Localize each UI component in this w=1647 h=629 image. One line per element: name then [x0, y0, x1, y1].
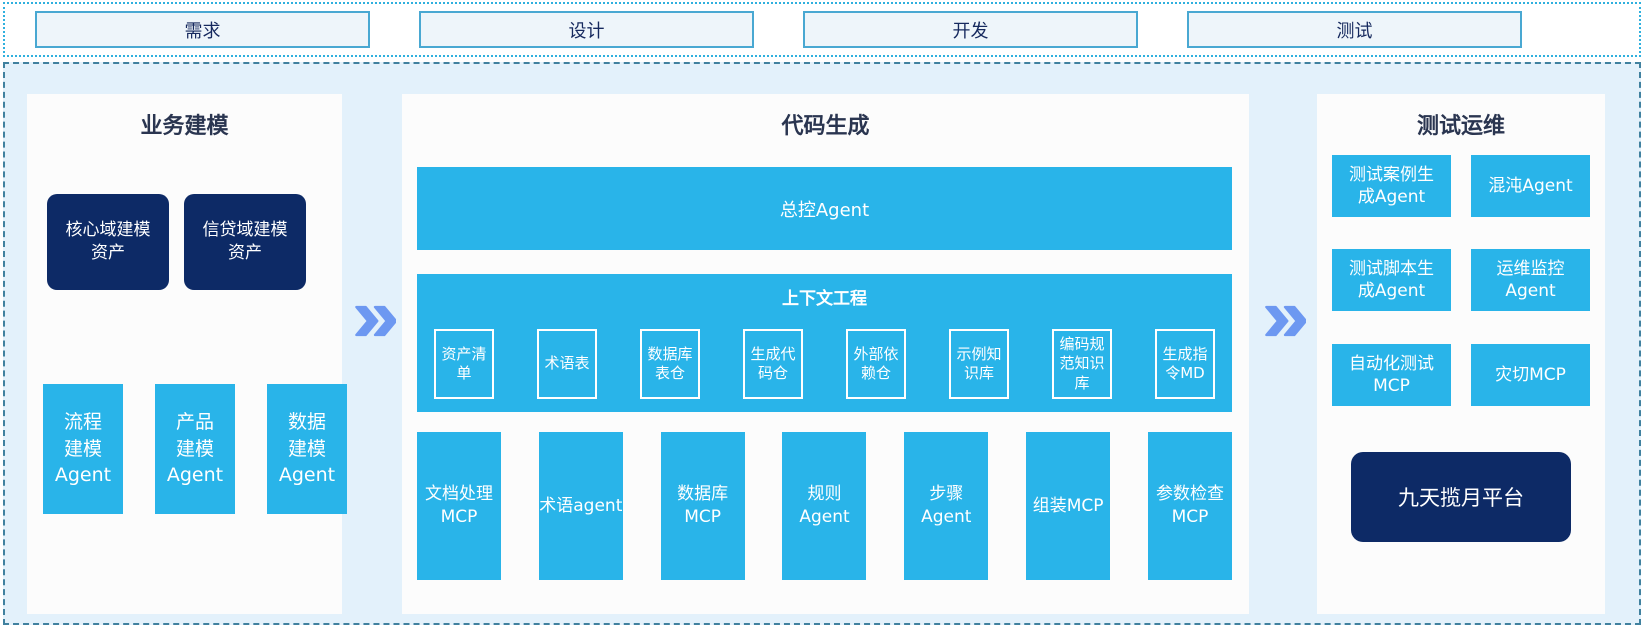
test-ops-row: 测试脚本生 成Agent 运维监控 Agent — [1332, 249, 1590, 311]
box-generated-instruction-md: 生成指 令MD — [1155, 329, 1215, 399]
box-database-mcp: 数据库 MCP — [660, 432, 745, 580]
main-container: 业务建模 核心域建模 资产 信贷域建模 资产 流程 建模 Agent 产品 建模… — [3, 62, 1641, 625]
phase-strip: 需求 设计 开发 测试 — [3, 2, 1641, 57]
panel-title-business-modeling: 业务建模 — [140, 114, 229, 139]
phase-box-testing: 测试 — [1187, 11, 1522, 48]
box-example-knowledge-base: 示例知 识库 — [949, 329, 1009, 399]
box-test-script-generation-agent: 测试脚本生 成Agent — [1332, 249, 1451, 311]
box-asset-inventory: 资产清 单 — [434, 329, 494, 399]
flow-arrow-icon — [1264, 304, 1306, 338]
panel-title-test-ops: 测试运维 — [1416, 114, 1505, 139]
box-core-domain-modeling-assets: 核心域建模 资产 — [47, 194, 169, 290]
box-ops-monitoring-agent: 运维监控 Agent — [1471, 249, 1590, 311]
box-product-modeling-agent: 产品 建模 Agent — [155, 384, 235, 514]
context-engineering-block: 上下文工程 资产清 单 术语表 数据库 表仓 生成代 码仓 外部依 赖仓 示例知… — [417, 274, 1232, 412]
test-ops-row: 自动化测试 MCP 灾切MCP — [1332, 344, 1590, 406]
panel-test-ops: 测试运维 测试案例生 成Agent 混沌Agent 测试脚本生 成Agent 运… — [1317, 94, 1605, 614]
box-data-modeling-agent: 数据 建模 Agent — [267, 384, 347, 514]
flow-arrow-icon — [354, 304, 396, 338]
context-engineering-title: 上下文工程 — [782, 289, 867, 309]
box-glossary-agent: 术语agent — [538, 432, 623, 580]
box-parameter-check-mcp: 参数检查 MCP — [1147, 432, 1232, 580]
box-coding-standard-knowledge-base: 编码规 范知识 库 — [1052, 329, 1112, 399]
box-disaster-switch-mcp: 灾切MCP — [1471, 344, 1590, 406]
modeling-agents-row: 流程 建模 Agent 产品 建模 Agent 数据 建模 Agent — [43, 384, 347, 514]
box-generated-code-repo: 生成代 码仓 — [743, 329, 803, 399]
box-chaos-agent: 混沌Agent — [1471, 155, 1590, 217]
test-ops-row: 测试案例生 成Agent 混沌Agent — [1332, 155, 1590, 217]
box-glossary: 术语表 — [537, 329, 597, 399]
box-jiutian-lanyue-platform: 九天揽月平台 — [1351, 452, 1571, 542]
box-step-agent: 步骤Agent — [904, 432, 989, 580]
box-test-case-generation-agent: 测试案例生 成Agent — [1332, 155, 1451, 217]
panel-code-generation: 代码生成 总控Agent 上下文工程 资产清 单 术语表 数据库 表仓 生成代 … — [402, 94, 1249, 614]
context-items-row: 资产清 单 术语表 数据库 表仓 生成代 码仓 外部依 赖仓 示例知 识库 编码… — [434, 329, 1215, 399]
box-rule-agent: 规则Agent — [782, 432, 867, 580]
phase-box-requirements: 需求 — [35, 11, 370, 48]
box-credit-domain-modeling-assets: 信贷域建模 资产 — [184, 194, 306, 290]
box-assembly-mcp: 组装MCP — [1026, 432, 1111, 580]
box-document-processing-mcp: 文档处理 MCP — [417, 432, 501, 580]
box-database-table-repo: 数据库 表仓 — [640, 329, 700, 399]
panel-business-modeling: 业务建模 核心域建模 资产 信贷域建模 资产 流程 建模 Agent 产品 建模… — [27, 94, 347, 614]
box-master-agent: 总控Agent — [417, 167, 1232, 250]
code-generation-tools-row: 文档处理 MCP 术语agent 数据库 MCP 规则Agent 步骤Agent… — [417, 432, 1232, 580]
box-process-modeling-agent: 流程 建模 Agent — [43, 384, 123, 514]
modeling-assets-row: 核心域建模 资产 信贷域建模 资产 — [47, 194, 306, 290]
phase-box-design: 设计 — [419, 11, 754, 48]
panel-title-code-generation: 代码生成 — [781, 114, 870, 139]
box-automated-test-mcp: 自动化测试 MCP — [1332, 344, 1451, 406]
box-external-dependency-repo: 外部依 赖仓 — [846, 329, 906, 399]
phase-box-development: 开发 — [803, 11, 1138, 48]
